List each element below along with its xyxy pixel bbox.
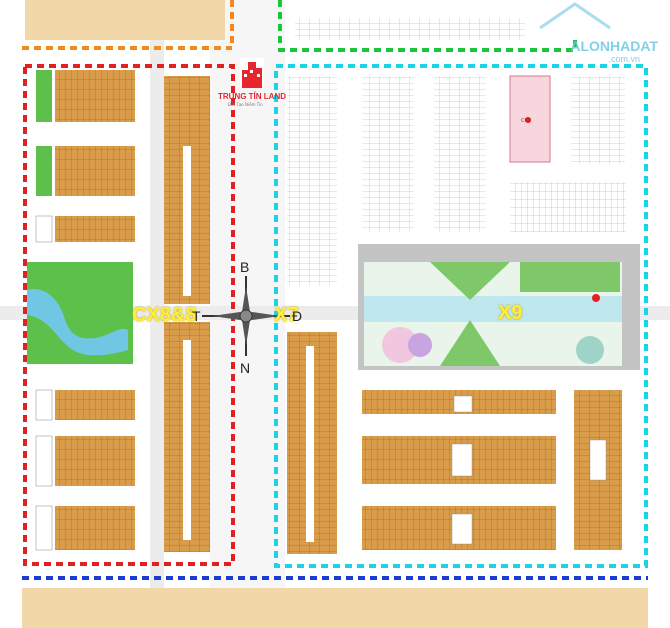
n-blocks xyxy=(362,75,626,232)
top-strip-right xyxy=(295,18,525,40)
top-strip-left xyxy=(25,0,225,40)
compass-rose xyxy=(202,276,290,356)
watermark-domain: .com.vn xyxy=(608,54,640,64)
zone-label-cx88: CX8&8 xyxy=(132,304,197,326)
zone-border-green xyxy=(278,0,577,52)
zone-label-x7: X7 xyxy=(274,304,299,326)
compass-east-letter: Đ xyxy=(292,308,303,324)
compass-north-letter: B xyxy=(240,259,250,275)
marker-park-dot xyxy=(592,294,600,302)
bottom-strip xyxy=(22,588,648,628)
lk-east-rows xyxy=(362,390,622,550)
brand-tagline: Đất Tạo Niềm Tin xyxy=(228,102,263,107)
compass-south-letter: N xyxy=(240,360,251,376)
central-park xyxy=(358,244,640,370)
brand-name: TRUNG TÍN LAND xyxy=(218,92,286,101)
brand-logo xyxy=(240,58,264,88)
west-column-blocks xyxy=(27,70,135,551)
zone-label-x9: X9 xyxy=(498,302,523,324)
lk-east-column xyxy=(287,76,337,554)
marker-cc2-label: CC2 xyxy=(521,118,532,124)
watermark-icon xyxy=(539,2,611,30)
marker-cc2-dot xyxy=(525,117,531,123)
compass-west-letter: T xyxy=(192,308,201,324)
lk-west-column xyxy=(164,76,210,552)
watermark-name: ALONHADAT xyxy=(570,38,658,54)
